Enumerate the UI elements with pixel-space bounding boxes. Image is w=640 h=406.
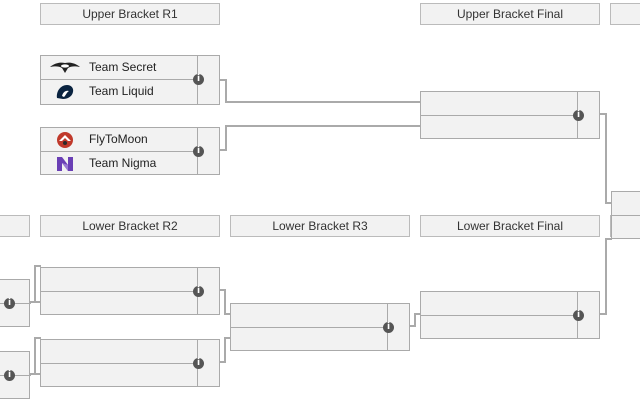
flytomoon-logo <box>49 130 81 150</box>
info-icon[interactable]: i <box>4 370 15 381</box>
match-lb-final[interactable]: i <box>420 291 600 339</box>
match-slot-empty[interactable] <box>0 376 31 400</box>
match-ub-r1-2[interactable]: FlyToMoon Team Nigma i <box>40 127 220 175</box>
match-grand-final-partial[interactable] <box>611 191 640 239</box>
match-ub-r1-1[interactable]: Team Secret Team Liquid i <box>40 55 220 105</box>
team-name: FlyToMoon <box>89 132 148 146</box>
info-icon[interactable]: i <box>573 110 584 121</box>
info-icon[interactable]: i <box>4 298 15 309</box>
match-slot-empty[interactable] <box>421 92 577 116</box>
header-upper-bracket-r1: Upper Bracket R1 <box>40 3 220 25</box>
match-slot-team-secret[interactable]: Team Secret <box>41 56 197 80</box>
match-lb-r2-1[interactable]: i <box>40 267 220 315</box>
header-lower-bracket-final: Lower Bracket Final <box>420 215 600 237</box>
match-lb-r1-1-partial[interactable]: i <box>0 279 31 328</box>
match-slot-empty[interactable] <box>0 280 31 304</box>
match-slot-empty[interactable] <box>0 352 31 376</box>
info-icon[interactable]: i <box>193 286 204 297</box>
match-slot-empty[interactable] <box>612 216 640 240</box>
team-name: Team Secret <box>89 60 157 74</box>
match-lb-r1-2-partial[interactable]: i <box>0 351 31 400</box>
match-slot-empty[interactable] <box>421 292 577 316</box>
header-lower-bracket-r3: Lower Bracket R3 <box>230 215 410 237</box>
team-name: Team Nigma <box>89 156 157 170</box>
match-slot-empty[interactable] <box>41 364 197 388</box>
match-ub-final[interactable]: i <box>420 91 600 139</box>
match-slot-empty[interactable] <box>231 328 387 352</box>
info-icon[interactable]: i <box>193 146 204 157</box>
match-slot-flytomoon[interactable]: FlyToMoon <box>41 128 197 152</box>
match-slot-team-liquid[interactable]: Team Liquid <box>41 80 197 104</box>
match-slot-team-nigma[interactable]: Team Nigma <box>41 152 197 176</box>
match-lb-r3[interactable]: i <box>230 303 410 351</box>
info-icon[interactable]: i <box>383 322 394 333</box>
info-icon[interactable]: i <box>193 358 204 369</box>
team-nigma-logo <box>49 154 81 174</box>
team-secret-logo <box>49 58 81 78</box>
match-slot-empty[interactable] <box>421 316 577 340</box>
match-slot-empty[interactable] <box>41 292 197 316</box>
info-icon[interactable]: i <box>193 74 204 85</box>
match-slot-empty[interactable] <box>0 304 31 328</box>
header-upper-bracket-final: Upper Bracket Final <box>420 3 600 25</box>
header-lower-bracket-r2: Lower Bracket R2 <box>40 215 220 237</box>
match-slot-empty[interactable] <box>421 116 577 140</box>
info-icon[interactable]: i <box>573 310 584 321</box>
header-grand-final-partial <box>610 3 640 25</box>
match-slot-empty[interactable] <box>41 340 197 364</box>
match-slot-empty[interactable] <box>41 268 197 292</box>
header-lower-bracket-r1-partial <box>0 215 30 237</box>
match-lb-r2-2[interactable]: i <box>40 339 220 387</box>
team-name: Team Liquid <box>89 84 154 98</box>
match-slot-empty[interactable] <box>612 192 640 216</box>
match-slot-empty[interactable] <box>231 304 387 328</box>
team-liquid-logo <box>49 82 81 102</box>
